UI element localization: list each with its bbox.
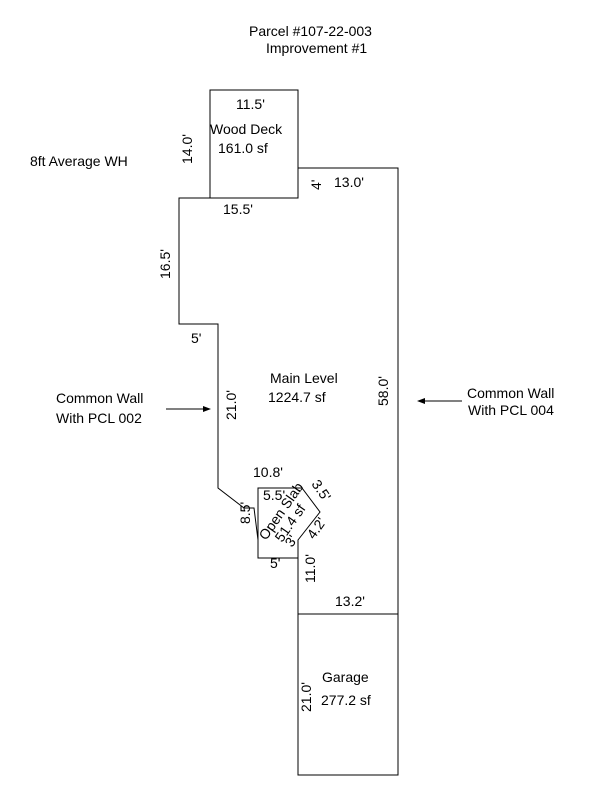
dim-main-bottom: 13.2': [335, 593, 365, 609]
common-wall-right-line1: Common Wall: [467, 385, 554, 401]
dim-main-top-right: 13.0': [334, 174, 364, 190]
dim-main-upper-left: 16.5': [157, 249, 173, 279]
dim-main-lower-left: 21.0': [223, 390, 239, 420]
garage-dim-left: 21.0': [298, 682, 314, 712]
common-wall-right-line2: With PCL 004: [468, 402, 554, 418]
open-slab-dim-diag-lower: 4.2': [303, 514, 329, 541]
common-wall-left-arrow-head: [203, 406, 211, 412]
wood-deck-dim-top: 11.5': [236, 96, 265, 112]
open-slab-dim-top: 5.5': [263, 487, 285, 503]
common-wall-left-line1: Common Wall: [56, 390, 143, 406]
open-slab-dim-left: 8.5': [237, 502, 253, 524]
main-level-area: 1224.7 sf: [268, 389, 326, 405]
dim-main-bottom-left: 10.8': [253, 464, 283, 480]
dim-main-jog: 5': [191, 330, 201, 346]
open-slab-dim-bottom: 5': [270, 555, 280, 571]
improvement-label: Improvement #1: [266, 40, 367, 56]
main-level-name: Main Level: [270, 370, 338, 386]
wood-deck-area: 161.0 sf: [218, 140, 268, 156]
garage-outline: [297, 613, 399, 776]
wall-height-note: 8ft Average WH: [30, 153, 128, 169]
open-slab-outline: [257, 487, 321, 559]
garage-area: 277.2 sf: [321, 692, 371, 708]
dim-main-notch: 4': [308, 180, 324, 190]
common-wall-left-line2: With PCL 002: [56, 410, 142, 426]
parcel-number: Parcel #107-22-003: [249, 23, 372, 39]
wood-deck-dim-left: 14.0': [179, 134, 195, 164]
dim-main-step: 15.5': [223, 201, 253, 217]
dim-main-lower-right: 11.0': [302, 554, 318, 583]
open-slab-dim-diag-upper: 3.5': [309, 477, 335, 504]
dim-main-right: 58.0': [375, 376, 391, 406]
wood-deck-name: Wood Deck: [210, 121, 283, 137]
common-wall-right-arrow-head: [417, 398, 425, 404]
garage-name: Garage: [322, 669, 369, 685]
